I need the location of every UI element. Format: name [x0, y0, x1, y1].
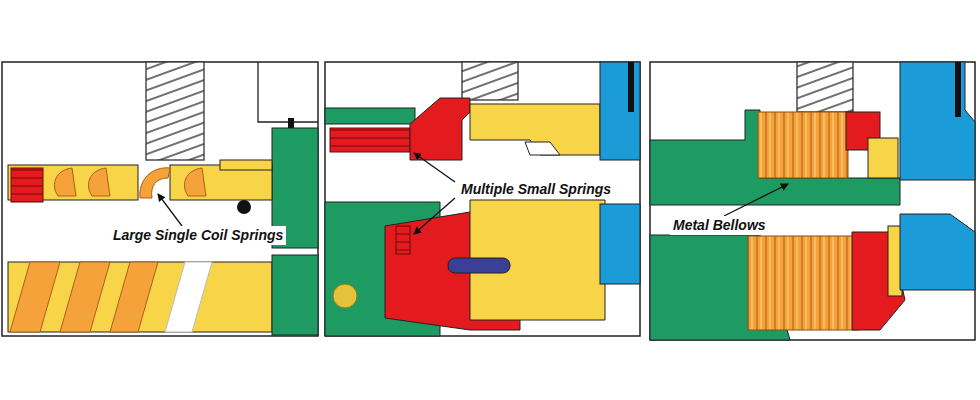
callout-label: Metal Bellows — [670, 216, 769, 235]
panel-single-spring — [2, 62, 318, 336]
panel-metal-bellows — [650, 62, 975, 340]
callout-label: Multiple Small Springs — [458, 180, 614, 199]
panel-multiple-springs — [325, 62, 640, 336]
callout-label: Large Single Coil Springs — [110, 226, 286, 245]
